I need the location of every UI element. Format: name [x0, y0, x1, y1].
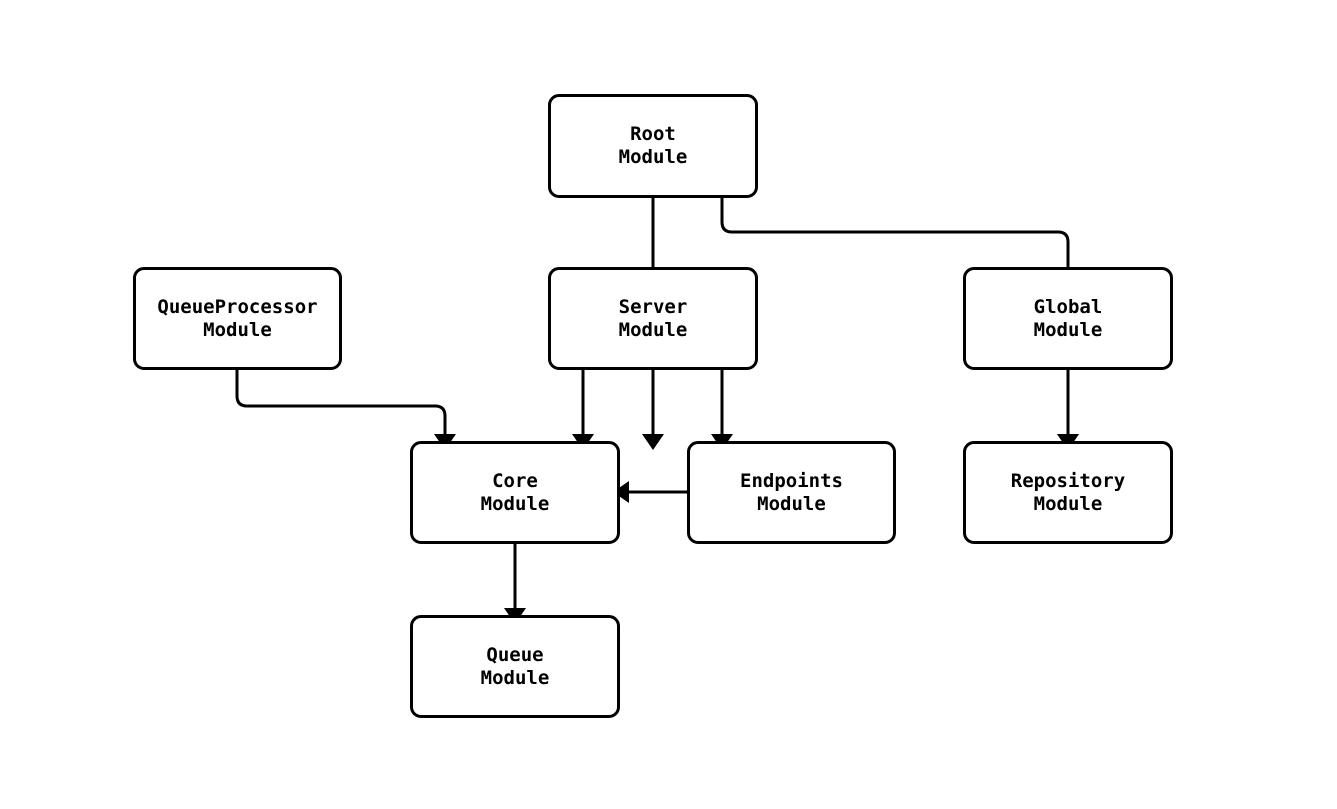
node-server-module-label: Server Module — [618, 295, 688, 341]
node-queue-module[interactable]: Queue Module — [410, 615, 620, 718]
node-core-module[interactable]: Core Module — [410, 441, 620, 544]
node-repository-module[interactable]: Repository Module — [963, 441, 1173, 544]
node-core-module-label: Core Module — [480, 469, 550, 515]
node-global-module[interactable]: Global Module — [963, 267, 1173, 370]
node-queueprocessor-module-label: QueueProcessor Module — [157, 295, 318, 341]
node-root-module-label: Root Module — [618, 123, 688, 168]
node-endpoints-module-label: Endpoints Module — [740, 469, 843, 515]
node-queue-module-label: Queue Module — [480, 643, 550, 689]
node-queueprocessor-module[interactable]: QueueProcessor Module — [133, 267, 342, 370]
node-repository-module-label: Repository Module — [1010, 469, 1126, 515]
node-root-module[interactable]: Root Module — [548, 94, 758, 198]
node-endpoints-module[interactable]: Endpoints Module — [687, 441, 896, 544]
arrowhead-root-server — [642, 434, 664, 450]
node-server-module[interactable]: Server Module — [548, 267, 758, 370]
edge-queueprocessor-core — [235, 370, 447, 434]
node-global-module-label: Global Module — [1033, 295, 1103, 341]
